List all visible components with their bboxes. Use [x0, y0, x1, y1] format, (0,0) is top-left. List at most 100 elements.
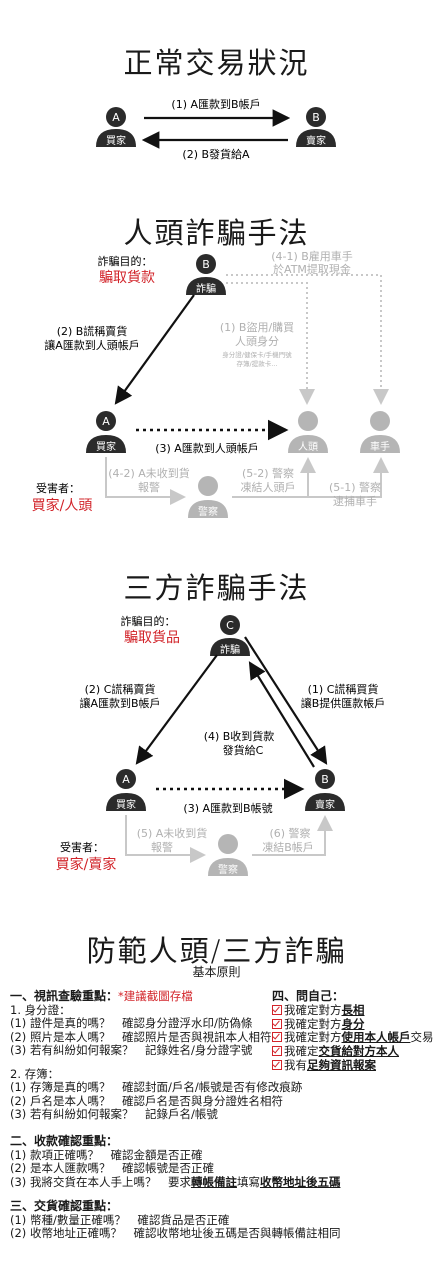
triangle-goal: 騙取貨品: [124, 629, 180, 646]
check-icon: [272, 1004, 282, 1015]
list-item: (3) 若有糾紛如何報案？ 記錄姓名/身分證字號: [10, 1043, 253, 1057]
svg-text:人頭身分: 人頭身分: [235, 334, 279, 348]
checklist-item: 我確定對方身分: [272, 1017, 433, 1032]
s2-head: 二、收款確認重點：: [10, 1134, 119, 1148]
svg-text:賣家: 賣家: [306, 134, 326, 147]
normal-title: 正常交易狀況: [123, 46, 310, 80]
arrow-b-to-runner: [226, 274, 389, 405]
prevent-subtitle: 基本原則: [192, 965, 241, 979]
svg-text:詐騙: 詐騙: [196, 282, 216, 295]
dummy-title: 人頭詐騙手法: [123, 216, 310, 250]
check-icon: [272, 1032, 282, 1043]
arrow-c-to-b: [244, 636, 328, 765]
dummy-person-icon: 人頭: [288, 411, 328, 453]
svg-text:A: A: [112, 111, 120, 124]
triangle-diagram: 詐騙目的： 騙取貨品 C 詐騙 A 買家 B 賣家 警察 (2) C謊稱賣貨 讓…: [56, 614, 386, 876]
svg-text:存簿/提款卡...: 存簿/提款卡...: [237, 359, 278, 368]
buyer-a-icon: A 買家: [96, 107, 136, 147]
svg-text:(5) A未收到貨: (5) A未收到貨: [137, 826, 208, 840]
svg-text:讓B提供匯款帳戶: 讓B提供匯款帳戶: [301, 696, 386, 710]
prevent-title: 防範人頭/三方詐騙: [86, 934, 347, 968]
police-person-icon: 警察: [188, 476, 228, 518]
list-item: (3) 若有糾紛如何報案？ 記錄戶名/帳號: [10, 1107, 218, 1121]
list-item: (2) 照片是本人嗎？ 確認照片是否與視訊本人相符: [10, 1029, 272, 1044]
arrow-police-to-b: [252, 815, 333, 856]
svg-text:買家: 買家: [116, 798, 136, 811]
list-item: (2) 收幣地址正確嗎？ 確認收幣地址後五碼是否與轉帳備註相同: [10, 1226, 341, 1240]
svg-text:受害者：: 受害者：: [60, 840, 104, 854]
svg-text:身分證/健保卡/手機門號: 身分證/健保卡/手機門號: [222, 350, 292, 359]
arrow-b-to-dummy: [226, 282, 315, 405]
list-item: (1) 幣種/數量正確嗎？ 確認貨品是否正確: [10, 1212, 230, 1227]
police-person-icon: 警察: [208, 834, 248, 876]
svg-text:(4-1) B雇用車手: (4-1) B雇用車手: [271, 249, 353, 263]
triangle-victims: 買家/賣家: [56, 856, 117, 873]
arrow-police-to-runner: [308, 457, 389, 498]
svg-text:(1) B盜用/購買: (1) B盜用/購買: [220, 320, 294, 334]
svg-text:人頭: 人頭: [298, 441, 318, 453]
s3-head: 三、交貨確認重點：: [10, 1199, 119, 1213]
svg-text:詐騙目的：: 詐騙目的：: [98, 254, 153, 268]
normal-step1: (1) A匯款到B帳戶: [171, 97, 260, 111]
checklist-item: 我有足夠資訊報案: [272, 1058, 433, 1073]
svg-text:報警: 報警: [138, 480, 160, 494]
svg-text:警察: 警察: [218, 863, 238, 876]
svg-text:C: C: [226, 619, 234, 632]
svg-text:(4) B收到貨款: (4) B收到貨款: [204, 729, 275, 743]
fraud-c-icon: C 詐騙: [210, 615, 250, 656]
svg-text:讓A匯款到B帳戶: 讓A匯款到B帳戶: [79, 696, 160, 710]
list-item: (1) 存簿是真的嗎？ 確認封面/戶名/帳號是否有修改痕跡: [10, 1080, 303, 1094]
svg-text:買家: 買家: [106, 134, 126, 147]
buyer-a-icon: A 買家: [106, 769, 146, 811]
svg-text:警察: 警察: [198, 505, 218, 518]
checklist-item: 我確定對方長相: [272, 1003, 433, 1018]
svg-text:(3) A匯款到B帳號: (3) A匯款到B帳號: [183, 801, 272, 815]
svg-text:於ATM提取現金: 於ATM提取現金: [273, 262, 351, 276]
svg-text:報警: 報警: [151, 840, 173, 854]
runner-person-icon: 車手: [360, 411, 400, 453]
svg-text:(4-2) A未收到貨: (4-2) A未收到貨: [108, 466, 190, 480]
list-item: (3) 我將交貨在本人手上嗎？ 要求轉帳備註填寫收幣地址後五碼: [10, 1174, 341, 1189]
svg-text:凍結B帳戶: 凍結B帳戶: [262, 840, 314, 854]
svg-text:車手: 車手: [370, 440, 390, 453]
normal-step2: (2) B發貨給A: [182, 147, 250, 161]
arrow-a-to-police: [125, 815, 206, 863]
svg-text:A: A: [122, 773, 130, 786]
svg-text:逮捕車手: 逮捕車手: [333, 494, 377, 508]
section-ask-yourself: 四、問自己： 我確定對方長相 我確定對方身分 我確定對方使用本人帳戶交易 我確定…: [272, 989, 433, 1073]
list-item: (2) 是本人匯款嗎？ 確認帳號是否正確: [10, 1161, 214, 1175]
svg-text:B: B: [312, 111, 320, 124]
svg-text:(5-1) 警察: (5-1) 警察: [329, 480, 381, 494]
s1-sub1: 1. 身分證：: [10, 1002, 71, 1017]
svg-text:發貨給C: 發貨給C: [223, 743, 264, 757]
svg-text:B: B: [202, 258, 210, 271]
dummy-victims: 買家/人頭: [32, 497, 93, 514]
dummy-diagram: 詐騙目的： 騙取貨款 B 詐騙 A 買家 人頭 車手 警察 (2) B謊稱賣貨 …: [32, 249, 400, 518]
check-icon: [272, 1046, 282, 1057]
buyer-a-icon: A 買家: [86, 411, 126, 453]
arrow-c-to-a: [135, 654, 218, 765]
svg-text:賣家: 賣家: [315, 798, 335, 811]
normal-diagram: A 買家 B 賣家 (1) A匯款到B帳戶 (2) B發貨給A: [96, 97, 336, 161]
svg-text:(5-2) 警察: (5-2) 警察: [242, 466, 294, 480]
svg-text:(2) C謊稱賣貨: (2) C謊稱賣貨: [85, 682, 156, 696]
seller-b-icon: B 賣家: [296, 107, 336, 147]
svg-text:(6) 警察: (6) 警察: [269, 826, 310, 840]
list-item: (1) 款項正確嗎？ 確認金額是否正確: [10, 1147, 203, 1162]
svg-text:(3) A匯款到人頭帳戶: (3) A匯款到人頭帳戶: [155, 441, 259, 455]
triangle-title: 三方詐騙手法: [123, 571, 310, 605]
checklist-item: 我確定對方使用本人帳戶交易: [272, 1030, 433, 1045]
arrow-a-to-police: [105, 457, 186, 505]
svg-text:詐騙目的：: 詐騙目的：: [121, 614, 176, 628]
seller-b-icon: B 賣家: [305, 769, 345, 811]
arrow-b-to-c: [248, 661, 315, 768]
check-icon: [272, 1059, 282, 1070]
check-icon: [272, 1018, 282, 1029]
s1-head: 一、視訊查驗重點：: [10, 989, 119, 1003]
fraud-b-icon: B 詐騙: [186, 254, 226, 295]
checklist-item: 我確定交貨給對方本人: [272, 1044, 433, 1059]
svg-text:受害者：: 受害者：: [36, 481, 80, 495]
s1-sub2: 2. 存簿：: [10, 1066, 60, 1081]
section-payment-check: 二、收款確認重點： (1) 款項正確嗎？ 確認金額是否正確 (2) 是本人匯款嗎…: [10, 1134, 341, 1189]
svg-text:B: B: [321, 773, 329, 786]
